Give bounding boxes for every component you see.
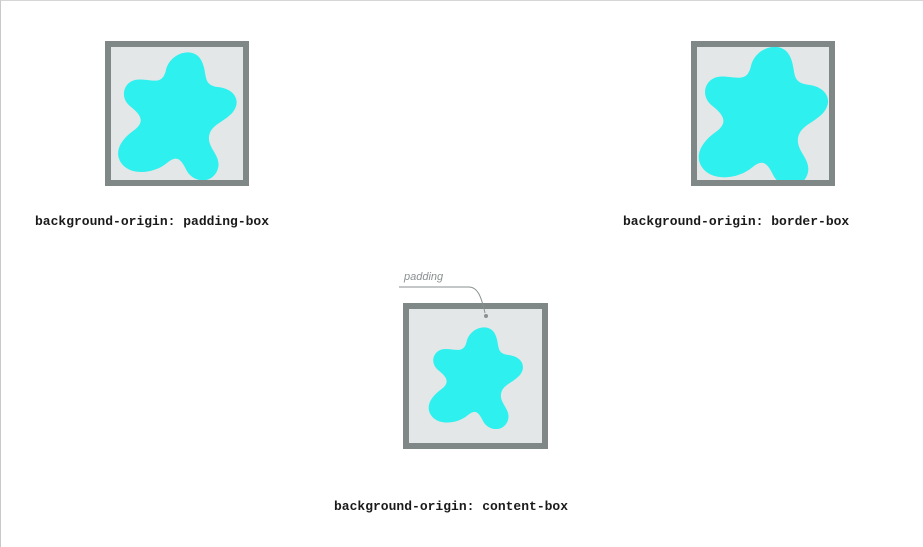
- leader-path: [399, 287, 485, 313]
- caption-padding-box: background-origin: padding-box: [35, 214, 269, 229]
- border-box-demo: [691, 41, 835, 186]
- blob-path: [699, 47, 828, 186]
- blob-path: [429, 327, 523, 429]
- blob-shape: [423, 323, 528, 429]
- blob-path: [118, 52, 237, 180]
- caption-border-box: background-origin: border-box: [623, 214, 849, 229]
- padding-leader-line: [399, 285, 499, 325]
- padding-annotation-label: padding: [404, 271, 443, 283]
- caption-content-box: background-origin: content-box: [334, 499, 568, 514]
- padding-box-demo: [105, 41, 249, 186]
- blob-shape: [111, 47, 243, 180]
- blob-shape: [691, 41, 835, 186]
- leader-dot: [484, 314, 488, 318]
